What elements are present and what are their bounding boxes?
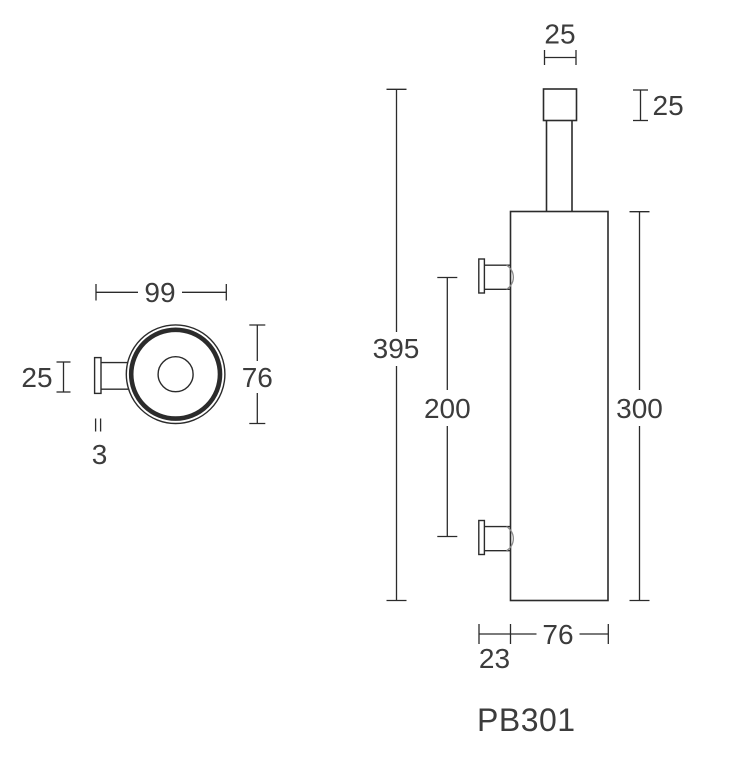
- dim-wall-offset-value: 23: [479, 643, 510, 674]
- dim-arm-diameter-value: 25: [21, 362, 52, 393]
- dim-bottom-widths: 76 23: [478, 619, 609, 674]
- dim-plate-thickness: 3: [92, 418, 108, 470]
- upper-bracket-arc: [506, 264, 515, 290]
- lower-bracket-plate: [478, 519, 486, 556]
- dim-holder-diameter: 76: [242, 324, 273, 425]
- holder-outer-rim: [125, 324, 226, 425]
- dim-overall-width-value: 99: [144, 277, 175, 308]
- dim-arm-diameter: 25: [21, 361, 71, 393]
- holder-center-hole: [157, 356, 194, 393]
- dim-knob-height: 25: [633, 89, 684, 122]
- dim-holder-diameter-value: 76: [242, 362, 273, 393]
- wall-plate: [93, 356, 102, 395]
- dim-bracket-spacing: 200: [424, 276, 471, 538]
- dim-overall-height-value: 395: [373, 333, 420, 364]
- dim-bracket-spacing-value: 200: [424, 393, 471, 424]
- dim-knob-height-value: 25: [653, 90, 684, 121]
- dim-knob-width: 25: [543, 19, 577, 65]
- lower-bracket-arc: [506, 526, 515, 552]
- dim-overall-width: 99: [95, 277, 227, 308]
- drawing-root: 99 25: [21, 19, 683, 739]
- holder-wall-ring: [128, 327, 223, 421]
- dim-overall-height: 395: [373, 88, 420, 602]
- product-code-label: PB301: [477, 702, 576, 738]
- holder-body: [509, 210, 609, 602]
- handle-knob: [542, 88, 578, 122]
- side-view: 25 25: [373, 19, 684, 675]
- wall-mount-top-view: [93, 356, 128, 395]
- holder-top-view: [125, 324, 226, 425]
- upper-bracket-plate: [478, 258, 486, 294]
- dim-body-height: 300: [616, 211, 663, 602]
- lower-wall-bracket: [478, 519, 515, 556]
- dim-knob-width-value: 25: [544, 19, 575, 50]
- upper-wall-bracket: [478, 258, 515, 294]
- top-view: 99 25: [21, 277, 272, 470]
- dim-body-height-value: 300: [616, 393, 663, 424]
- dim-plate-thickness-value: 3: [92, 439, 108, 470]
- brush-holder-side: [509, 88, 609, 602]
- dim-body-width-value: 76: [542, 619, 573, 650]
